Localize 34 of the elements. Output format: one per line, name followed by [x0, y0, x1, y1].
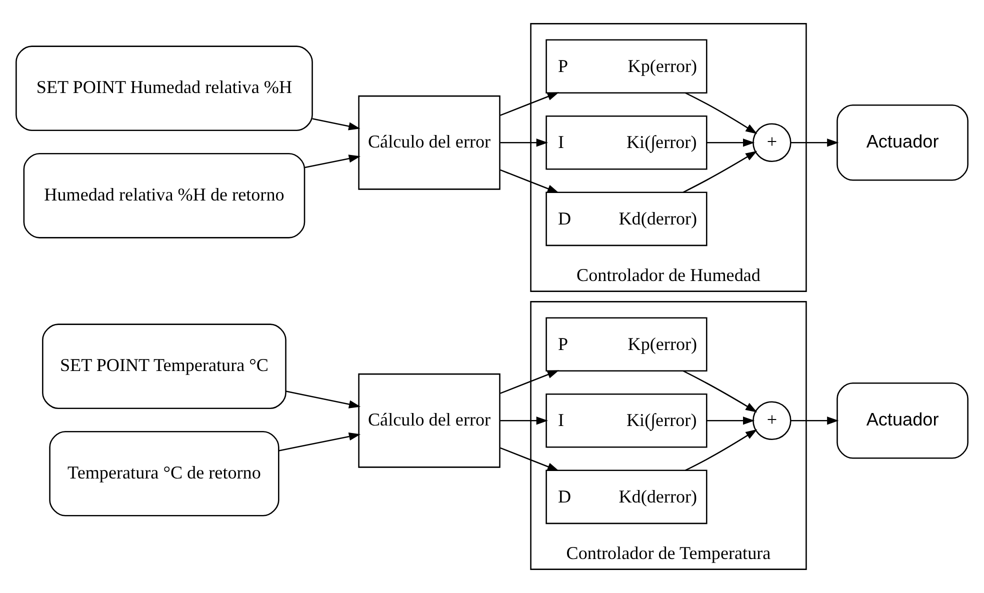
node-box: Cálculo del error — [358, 95, 500, 190]
arrow — [500, 169, 560, 193]
node-box: Actuador — [836, 382, 968, 459]
node-box: P Kp(error) — [546, 317, 708, 372]
arrow — [706, 416, 755, 425]
arrow — [312, 118, 360, 130]
node-box: I Ki(∫error) — [546, 393, 708, 448]
arrow — [500, 92, 560, 116]
node-box: P Kp(error) — [546, 39, 708, 94]
node-box: Temperatura °C de retorno — [49, 430, 280, 516]
node-box: Cálculo del error — [358, 373, 500, 468]
arrow — [682, 150, 758, 193]
arrow — [791, 138, 839, 147]
node-box: D Kd(derror) — [546, 470, 708, 524]
node-circle: + — [752, 401, 792, 440]
arrow — [791, 416, 839, 425]
arrow — [500, 416, 548, 425]
arrow — [706, 138, 755, 147]
arrow — [682, 370, 758, 412]
node-box: SET POINT Temperatura °C — [42, 324, 286, 409]
node-box: Humedad relativa %H de retorno — [23, 152, 306, 238]
arrow — [685, 92, 758, 134]
node-box: Actuador — [836, 104, 968, 181]
arrow — [286, 390, 361, 408]
arrow — [685, 429, 758, 471]
arrow — [304, 154, 361, 168]
arrow — [278, 432, 361, 452]
arrow — [500, 447, 560, 471]
arrow — [500, 138, 548, 147]
node-box: SET POINT Humedad relativa %H — [16, 46, 313, 131]
node-box: I Ki(∫error) — [546, 115, 708, 170]
arrow — [500, 370, 560, 394]
node-circle: + — [752, 123, 792, 162]
node-box: D Kd(derror) — [546, 192, 708, 246]
